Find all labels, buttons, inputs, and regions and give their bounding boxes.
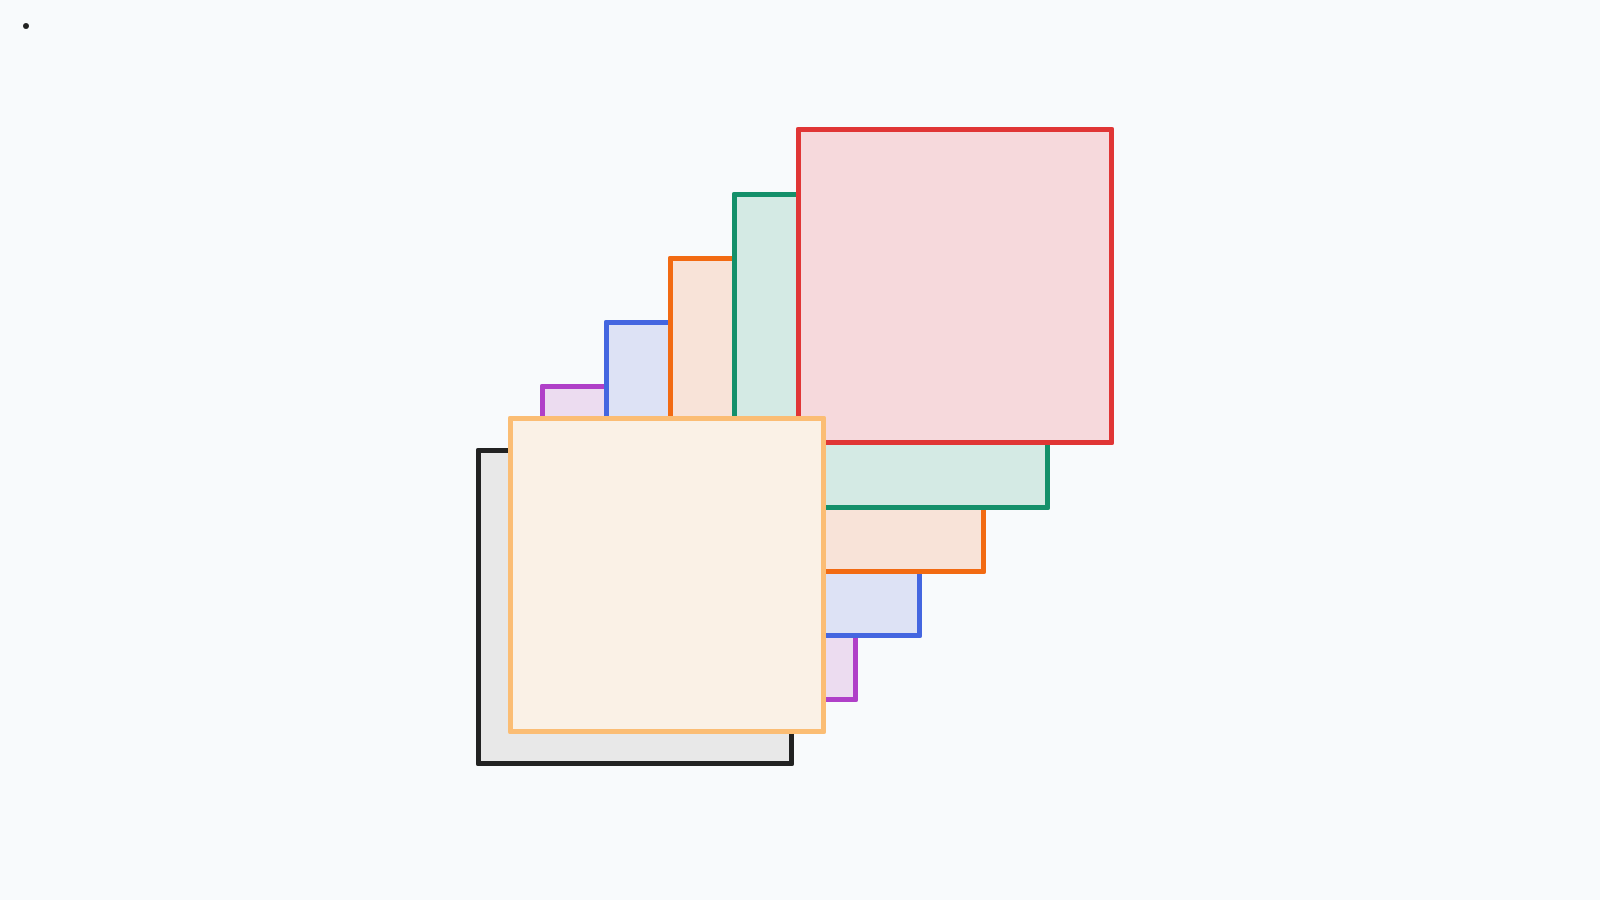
- marker-dot: [23, 23, 29, 29]
- card-peach[interactable]: [508, 416, 826, 734]
- card-red[interactable]: [796, 127, 1114, 445]
